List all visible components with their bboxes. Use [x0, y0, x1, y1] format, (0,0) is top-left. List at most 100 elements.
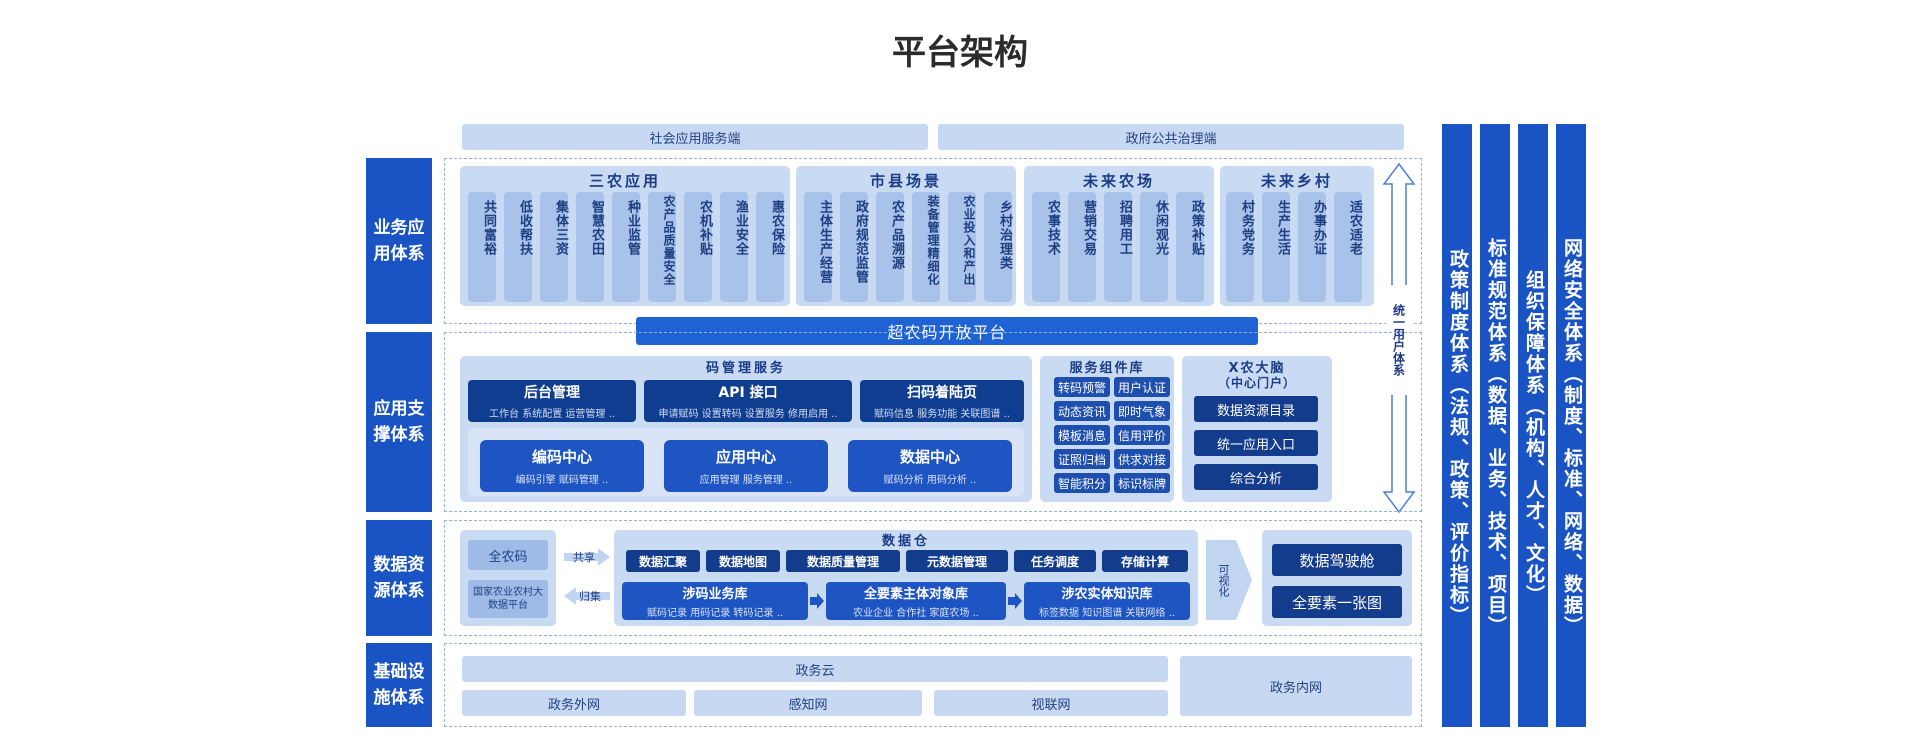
video-net-bar: 视联网 — [934, 690, 1168, 716]
warehouse-item: 数据汇聚 — [626, 550, 700, 572]
shixian-item: 主体生产经营 — [804, 192, 832, 302]
xiangcun-item: 适农适老 — [1334, 192, 1362, 302]
data-center-sub: 赋码分析 用码分析 .. — [883, 475, 977, 486]
layer-label-business-text: 业务应用体系 — [373, 218, 425, 264]
layer-label-infra: 基础设施体系 — [366, 643, 432, 727]
layer-label-business: 业务应用体系 — [366, 158, 432, 324]
subject-object-lib-sub: 农业企业 合作社 家庭农场 .. — [853, 608, 979, 619]
xiangcun-item: 村务党务 — [1226, 192, 1254, 302]
data-layer-box — [444, 520, 1422, 636]
quannongma-box: 全农码 — [468, 540, 548, 570]
sensor-net-bar: 感知网 — [694, 690, 922, 716]
warehouse-item: 元数据管理 — [906, 550, 1008, 572]
service-lib-title: 服务组件库 — [1069, 360, 1145, 376]
layer-label-data-text: 数据资源体系 — [373, 555, 425, 601]
subject-object-lib-title: 全要素主体对象库 — [863, 587, 968, 602]
admin-mgmt-card: 后台管理 工作台 系统配置 运营管理 .. — [468, 380, 636, 422]
brain-item: 统一应用入口 — [1194, 430, 1318, 456]
nongchang-item: 招聘用工 — [1104, 192, 1132, 302]
code-mgmt-title: 码管理服务 — [705, 360, 786, 376]
xiangcun-item: 生产生活 — [1262, 192, 1290, 302]
shixian-item: 装备管理精细化 — [912, 192, 940, 302]
warehouse-title: 数据仓 — [881, 533, 930, 549]
coding-center-title: 编码中心 — [531, 448, 592, 466]
code-business-lib: 涉码业务库 赋码记录 用码记录 转码记录 .. — [622, 582, 808, 620]
app-center-title: 应用中心 — [715, 448, 776, 466]
shixian-title: 市县场景 — [869, 171, 942, 190]
visual-label: 可视化 — [1217, 563, 1230, 597]
social-service-bar: 社会应用服务端 — [462, 124, 928, 150]
service-chip: 用户认证 — [1114, 377, 1170, 397]
admin-mgmt-title: 后台管理 — [524, 385, 580, 401]
shixian-item: 政府规范监管 — [840, 192, 868, 302]
gather-arrow-icon — [564, 587, 610, 605]
share-label: 共享 — [573, 551, 595, 564]
subject-object-lib: 全要素主体对象库 农业企业 合作社 家庭农场 .. — [826, 582, 1006, 620]
app-center-sub: 应用管理 服务管理 .. — [699, 475, 793, 486]
nongchang-item: 休闲观光 — [1140, 192, 1168, 302]
warehouse-item: 数据地图 — [706, 550, 780, 572]
sanong-item: 农产品质量安全 — [648, 192, 676, 302]
service-chip: 即时气象 — [1114, 401, 1170, 421]
sanong-item: 惠农保险 — [756, 192, 784, 302]
policy-system-column: 政策制度体系（法规、政策、评价指标） — [1442, 124, 1472, 727]
arrow-right-icon — [1008, 593, 1022, 609]
shixian-section — [796, 166, 1016, 306]
brain-item: 数据资源目录 — [1194, 396, 1318, 422]
layer-label-infra-text: 基础设施体系 — [373, 662, 425, 708]
warehouse-item: 任务调度 — [1014, 550, 1096, 572]
xiangcun-item: 办事办证 — [1298, 192, 1326, 302]
sanong-item: 集体三资 — [540, 192, 568, 302]
service-chip: 供求对接 — [1114, 449, 1170, 469]
nongchang-item: 营销交易 — [1068, 192, 1096, 302]
share-arrow-icon — [564, 548, 610, 566]
one-map-box: 全要素一张图 — [1272, 586, 1402, 618]
org-system-column: 组织保障体系（机构、人才、文化） — [1518, 124, 1548, 727]
service-chip: 信用评价 — [1114, 425, 1170, 445]
brain-item: 综合分析 — [1194, 464, 1318, 490]
layer-label-support-text: 应用支撑体系 — [373, 399, 425, 445]
layer-label-data: 数据资源体系 — [366, 520, 432, 636]
coding-center-sub: 编码引擎 赋码管理 .. — [515, 475, 609, 486]
gov-intranet-box: 政务内网 — [1180, 656, 1412, 716]
user-system-label: 统一用户体系 — [1386, 285, 1412, 395]
infra-layer-box — [444, 643, 1422, 727]
knowledge-lib: 涉农实体知识库 标签数据 知识图谱 关联网络 .. — [1024, 582, 1190, 620]
data-center-card: 数据中心 赋码分析 用码分析 .. — [848, 440, 1012, 492]
sanong-item: 渔业安全 — [720, 192, 748, 302]
sanong-title: 三农应用 — [588, 171, 661, 190]
platform-bar: 超农码开放平台 — [636, 317, 1258, 345]
support-layer-box — [444, 332, 1422, 512]
code-business-lib-sub: 赋码记录 用码记录 转码记录 .. — [647, 608, 783, 619]
gov-cloud-bar: 政务云 — [462, 656, 1168, 682]
layer-label-support: 应用支撑体系 — [366, 332, 432, 512]
page-title: 平台架构 — [892, 32, 1028, 73]
sanong-item: 低收帮扶 — [504, 192, 532, 302]
landing-sub: 赋码信息 服务功能 关联图谱 .. — [874, 409, 1010, 420]
shixian-item: 农产品溯源 — [876, 192, 904, 302]
knowledge-lib-title: 涉农实体知识库 — [1061, 587, 1153, 602]
warehouse-item: 存储计算 — [1102, 550, 1188, 572]
national-platform-box: 国家农业农村大数据平台 — [468, 580, 548, 618]
admin-mgmt-sub: 工作台 系统配置 运营管理 .. — [489, 409, 615, 420]
gather-label: 归集 — [579, 590, 601, 603]
warehouse-item: 数据质量管理 — [786, 550, 900, 572]
service-chip: 智能积分 — [1054, 473, 1110, 493]
sanong-item: 智慧农田 — [576, 192, 604, 302]
service-chip: 标识标牌 — [1114, 473, 1170, 493]
landing-card: 扫码着陆页 赋码信息 服务功能 关联图谱 .. — [860, 380, 1024, 422]
app-center-card: 应用中心 应用管理 服务管理 .. — [664, 440, 828, 492]
api-sub: 申请赋码 设置转码 设置服务 修用启用 .. — [658, 409, 838, 420]
api-card: API 接口 申请赋码 设置转码 设置服务 修用启用 .. — [644, 380, 852, 422]
api-title: API 接口 — [718, 385, 778, 401]
shixian-item: 乡村治理类 — [984, 192, 1012, 302]
landing-title: 扫码着陆页 — [907, 385, 977, 401]
service-chip: 证照归档 — [1054, 449, 1110, 469]
nongchang-item: 政策补贴 — [1176, 192, 1204, 302]
gov-extranet-bar: 政务外网 — [462, 690, 686, 716]
sanong-item: 种业监管 — [612, 192, 640, 302]
brain-subtitle: （中心门户） — [1217, 375, 1296, 390]
security-system-column: 网络安全体系（制度、标准、网络、数据） — [1556, 124, 1586, 727]
sanong-item: 农机补贴 — [684, 192, 712, 302]
shixian-item: 农业投入和产出 — [948, 192, 976, 302]
